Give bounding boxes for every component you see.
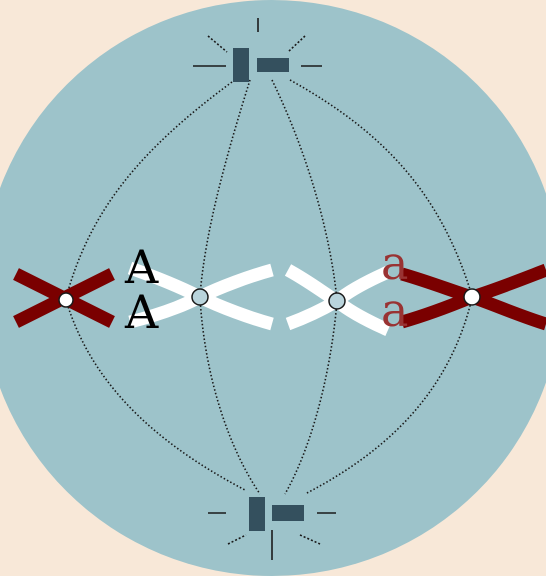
allele-label-upper-bottom: A (124, 285, 159, 339)
centromere (464, 289, 480, 305)
centromere (329, 293, 345, 309)
centromere (192, 289, 208, 305)
allele-label-lower-top: a (381, 236, 408, 290)
allele-label-lower-bottom: a (381, 283, 408, 337)
centromere (59, 293, 73, 307)
